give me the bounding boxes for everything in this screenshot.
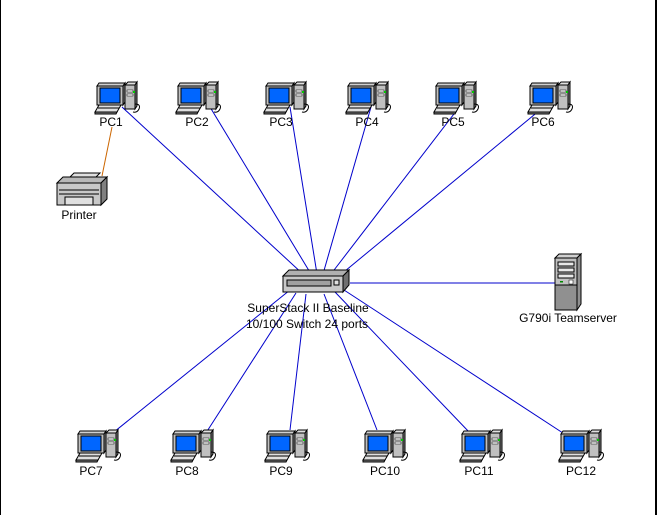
- pc-label: PC9: [269, 464, 293, 478]
- pc-label: PC1: [99, 115, 123, 129]
- switch-icon[interactable]: [281, 268, 351, 294]
- switch-label-line2: 10/100 Switch 24 ports: [245, 317, 369, 331]
- link-switch-pc6: [338, 109, 541, 277]
- server-label: G790i Teamserver: [519, 311, 617, 325]
- printer-icon[interactable]: [55, 172, 109, 207]
- link-switch-pc10: [323, 293, 378, 431]
- pc-label: PC3: [269, 115, 293, 129]
- pc-icon[interactable]: [175, 80, 221, 115]
- link-switch-pc3: [289, 106, 318, 275]
- link-switch-pc2: [209, 106, 312, 275]
- link-switch-pc11: [334, 291, 471, 434]
- pc-icon[interactable]: [263, 80, 309, 115]
- link-switch-pc7: [108, 289, 291, 437]
- printer-label: Printer: [61, 208, 97, 222]
- link-switch-pc12: [343, 289, 567, 436]
- link-switch-pc5: [330, 109, 458, 275]
- switch-label-line1: SuperStack II Baseline: [247, 301, 369, 315]
- pc-icon[interactable]: [558, 428, 604, 463]
- pc-icon[interactable]: [94, 80, 140, 115]
- pc-icon[interactable]: [345, 80, 391, 115]
- pc-label: PC10: [369, 464, 401, 478]
- pc-icon[interactable]: [170, 428, 216, 463]
- pc-label: PC11: [464, 464, 494, 478]
- link-switch-pc4: [322, 106, 372, 275]
- pc-label: PC8: [175, 464, 199, 478]
- pc-label: PC2: [185, 115, 209, 129]
- pc-icon[interactable]: [459, 428, 505, 463]
- pc-icon[interactable]: [264, 428, 310, 463]
- pc-label: PC5: [441, 115, 465, 129]
- pc-icon[interactable]: [362, 428, 408, 463]
- server-icon[interactable]: [553, 252, 583, 312]
- link-pc1-printer: [101, 126, 113, 177]
- link-switch-pc9: [289, 293, 307, 431]
- pc-icon[interactable]: [75, 428, 121, 463]
- link-switch-pc8: [203, 292, 297, 437]
- pc-label: PC6: [531, 115, 555, 129]
- pc-label: PC12: [565, 464, 597, 478]
- link-switch-pc1: [121, 106, 306, 277]
- pc-icon[interactable]: [527, 80, 573, 115]
- pc-label: PC4: [355, 115, 379, 129]
- pc-label: PC7: [79, 464, 103, 478]
- pc-icon[interactable]: [433, 80, 479, 115]
